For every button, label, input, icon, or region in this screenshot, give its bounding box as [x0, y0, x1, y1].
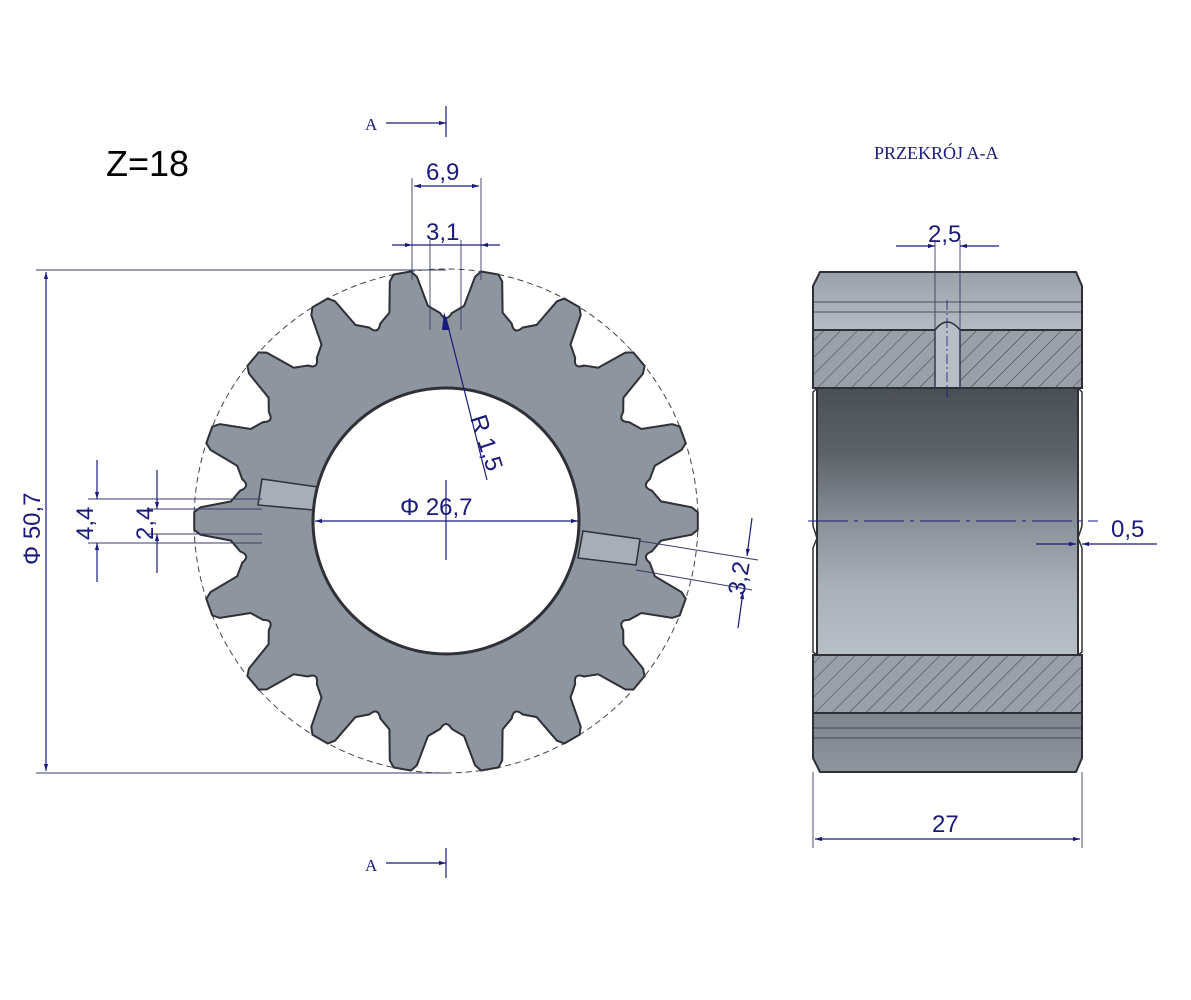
dim-slot-inner: 2,4 [132, 470, 262, 573]
svg-text:4,4: 4,4 [72, 507, 99, 540]
pin-hole [934, 321, 961, 389]
dim-slot-right: 3,2 [635, 517, 759, 629]
svg-text:A: A [365, 115, 378, 134]
dim-bore-diameter: Φ 26,7 [315, 480, 578, 560]
svg-text:2,4: 2,4 [132, 507, 159, 540]
section-title: PRZEKRÓJ A-A [874, 142, 999, 163]
dim-tooth-pitch: 6,9 [411, 159, 482, 280]
dim-width: 27 [812, 772, 1083, 848]
right-slot [577, 530, 641, 566]
svg-text:Φ 26,7: Φ 26,7 [400, 494, 473, 521]
svg-text:0,5: 0,5 [1111, 516, 1144, 543]
dim-groove-depth: 0,5 [1036, 516, 1157, 547]
dim-slot-outer: 4,4 [72, 460, 262, 582]
dim-outer-diameter: Φ 50,7 [19, 269, 446, 774]
section-marker-top: A [365, 106, 447, 137]
svg-text:Φ 50,7: Φ 50,7 [19, 492, 46, 565]
section-view [808, 271, 1098, 773]
svg-text:3,2: 3,2 [723, 559, 755, 597]
svg-text:3,1: 3,1 [426, 219, 459, 246]
section-marker-bottom: A [365, 848, 447, 878]
svg-text:2,5: 2,5 [928, 221, 961, 248]
svg-text:27: 27 [932, 811, 959, 838]
teeth-count-label: Z=18 [106, 143, 189, 184]
svg-text:A: A [365, 856, 378, 875]
svg-text:6,9: 6,9 [426, 159, 459, 186]
dim-tooth-width: 3,1 [392, 219, 500, 330]
dim-hole-width: 2,5 [896, 221, 999, 388]
